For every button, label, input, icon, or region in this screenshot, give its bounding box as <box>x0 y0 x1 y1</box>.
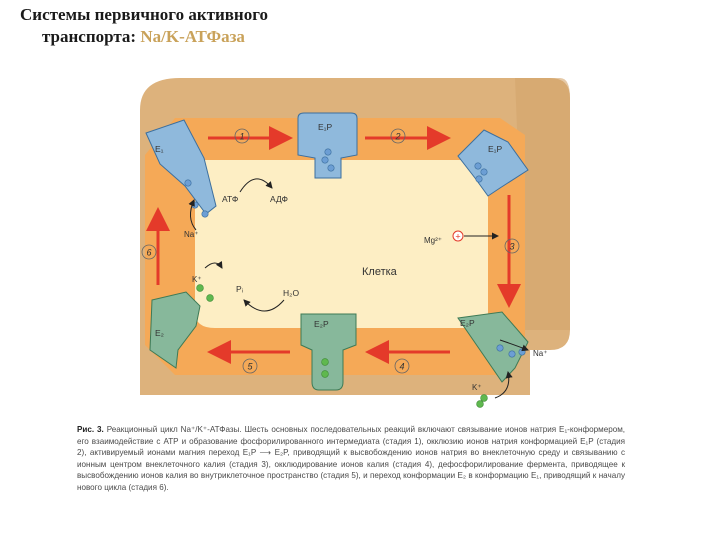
atp-adp-arrow <box>239 178 273 193</box>
enzyme-e2p-right <box>457 311 529 383</box>
label-cell: Клетка <box>362 266 398 278</box>
k-release-arrow <box>204 261 223 269</box>
mg-activation-icon <box>452 230 464 242</box>
label-e1p-top: E₁P <box>318 122 333 132</box>
step-badge-3: 3 <box>504 238 520 254</box>
label-h2o: H₂O <box>283 288 299 298</box>
na-ion <box>324 148 332 156</box>
na-exit-arrow <box>499 339 529 352</box>
label-na-plus-out: Na⁺ <box>533 349 547 358</box>
k-entry-arrow <box>494 371 513 399</box>
k-ion <box>480 394 488 402</box>
title-line-2: транспорта: Na/K-АТФаза <box>20 26 320 48</box>
k-ion <box>206 294 214 302</box>
step-badge-1: 1 <box>234 128 250 144</box>
na-ion <box>474 162 482 170</box>
na-ion <box>496 344 504 352</box>
label-k-plus-out: K⁺ <box>472 383 482 392</box>
na-ion <box>327 164 335 172</box>
label-adp: АДФ <box>270 194 288 204</box>
label-e2p-bottom: E₂P <box>314 319 329 329</box>
label-na-plus-in: Na⁺ <box>184 230 198 239</box>
k-ion <box>196 284 204 292</box>
step-number-4: 4 <box>399 362 404 372</box>
label-e2p-right: E₂P <box>460 318 475 328</box>
na-ion <box>480 168 488 176</box>
plus-icon: + <box>455 232 460 242</box>
na-ion <box>508 350 516 358</box>
step-number-2: 2 <box>394 132 400 142</box>
na-ion <box>475 175 483 183</box>
title-line-2-accent: Na/K-АТФаза <box>140 27 245 46</box>
na-ion <box>184 179 192 187</box>
label-e2: E₂ <box>155 328 164 338</box>
k-ion <box>321 370 329 378</box>
na-ion <box>518 348 526 356</box>
step-number-3: 3 <box>509 242 514 252</box>
step-badge-4: 4 <box>394 358 410 374</box>
caption-text: Реакционный цикл Na⁺/K⁺-АТФазы. Шесть ос… <box>77 425 626 492</box>
enzyme-e2 <box>149 291 201 369</box>
cytoplasm <box>195 160 488 328</box>
na-entry-arrow <box>188 199 197 231</box>
step-number-5: 5 <box>247 362 253 372</box>
na-ion <box>321 156 329 164</box>
na-ion <box>201 210 209 218</box>
enzyme-e2p-bottom <box>300 313 357 391</box>
slide-title: Системы первичного активного транспорта:… <box>20 4 320 48</box>
step-badge-2: 2 <box>390 128 406 144</box>
step-number-6: 6 <box>146 248 151 258</box>
label-mg: Mg²⁺ <box>424 236 442 245</box>
enzyme-e1 <box>145 119 217 215</box>
label-k-plus-in: K⁺ <box>192 275 202 284</box>
pi-h2o-arrow <box>243 299 285 312</box>
caption-label: Рис. 3. <box>77 425 104 434</box>
label-atp: АТФ <box>222 194 238 204</box>
k-ion <box>321 358 329 366</box>
step-number-1: 1 <box>239 132 244 142</box>
figure-caption: Рис. 3. Реакционный цикл Na⁺/K⁺-АТФазы. … <box>77 424 625 494</box>
step-badge-5: 5 <box>242 358 258 374</box>
title-line-2-prefix: транспорта: <box>42 27 141 46</box>
label-e1: E₁ <box>155 144 164 154</box>
label-e1p-right: E₁P <box>488 144 503 154</box>
title-line-1: Системы первичного активного <box>20 5 269 24</box>
enzyme-e1p-top <box>297 112 358 179</box>
k-ion <box>476 400 484 408</box>
extracellular-shadow <box>515 78 570 330</box>
step-badge-6: 6 <box>141 244 157 260</box>
label-pi: Pᵢ <box>236 284 243 294</box>
